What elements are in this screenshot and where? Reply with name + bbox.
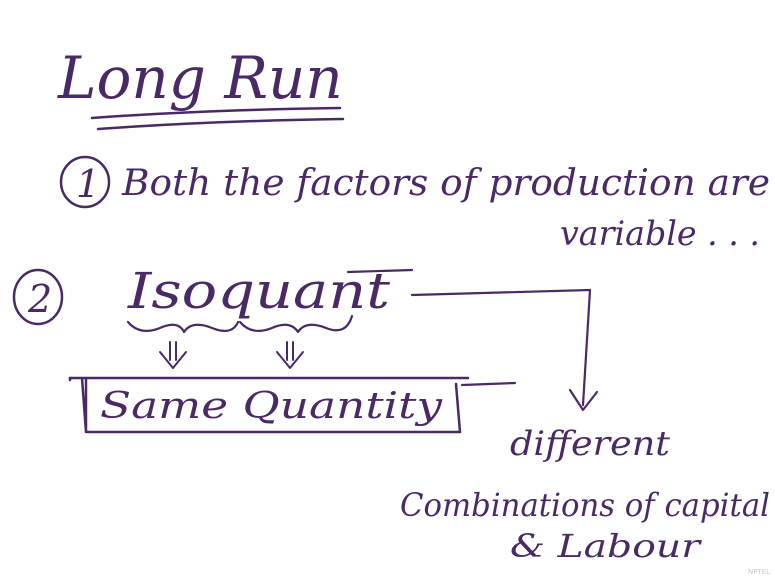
connector-arrowhead <box>568 388 599 412</box>
double-arrow-left <box>159 341 187 369</box>
result-line1: different <box>510 424 670 464</box>
point1-number: 1 <box>76 162 100 206</box>
heading-underline-2 <box>96 117 345 131</box>
brace-left <box>126 320 240 334</box>
meaning-text: Same Quantity <box>100 386 443 427</box>
result-line3: & Labour <box>510 527 702 565</box>
point1-line2: variable . . . <box>560 214 760 254</box>
meaning-box <box>68 376 470 434</box>
point2-circle <box>12 268 64 326</box>
point2-number: 2 <box>27 277 52 321</box>
point1-line1: Both the factors of production are <box>121 163 770 204</box>
double-arrow-right <box>276 341 304 369</box>
heading-text: Long Run <box>57 44 343 112</box>
isoquant-term: Isoquant <box>127 262 391 320</box>
heading-underline-1 <box>90 106 342 120</box>
brace-right <box>238 314 354 334</box>
meaning-side-line <box>460 381 517 387</box>
point1-circle <box>59 155 111 209</box>
watermark-logo: NPTEL <box>748 568 770 576</box>
result-line2: Combinations of capital <box>400 486 770 524</box>
connector-line <box>346 268 592 407</box>
